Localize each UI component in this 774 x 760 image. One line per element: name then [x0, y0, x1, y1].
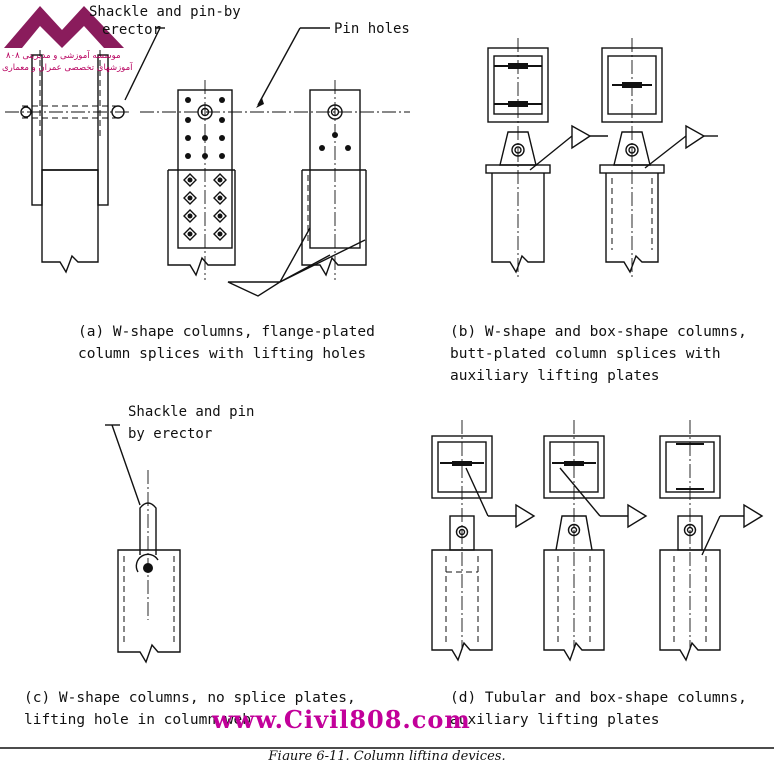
caption-d-line2: auxiliary lifting plates	[450, 712, 660, 728]
bolt-hole	[217, 195, 223, 201]
figure-caption: Figure 6-11. Column lifting devices.	[267, 749, 505, 760]
label-pin-holes: Pin holes	[334, 21, 410, 37]
bolt-hole	[219, 97, 225, 103]
watermark: www.Civil808.com	[211, 705, 471, 734]
weld-symbol-d1	[515, 503, 536, 529]
bolt-hole	[202, 153, 208, 159]
splice-plate-right	[97, 54, 109, 206]
bolt-hole-filled	[183, 191, 197, 205]
w-shape-plan	[487, 47, 549, 123]
leader-pin-holes	[257, 27, 301, 106]
leader-shackle-a	[124, 27, 161, 101]
panel-c-drawing	[105, 424, 181, 664]
bolt-hole	[217, 213, 223, 219]
bolt-hole	[219, 117, 225, 123]
logo-text-1: موسسه آموزشی و مدیریتی ۸۰۸	[6, 49, 121, 61]
lifting-hole-c	[143, 563, 153, 573]
column-lower-a2	[301, 170, 367, 277]
label-shackle-c: Shackle and pin	[128, 404, 254, 420]
weld-symbol-d2	[627, 503, 648, 529]
tube-plan-1	[431, 435, 493, 499]
pin-hole-a	[197, 104, 213, 120]
caption-b-line1: (b) W-shape and box-shape columns,	[450, 324, 747, 340]
shackle-eye	[111, 105, 125, 119]
column-d3	[659, 549, 721, 662]
panel-a-drawing	[5, 27, 410, 297]
column-lower-a	[167, 170, 236, 277]
bolt-hole-filled	[213, 227, 227, 241]
bolt-hole	[187, 177, 193, 183]
tube-plan-2	[543, 435, 605, 499]
bolt-holes-lower	[183, 173, 227, 241]
bolt-hole	[219, 153, 225, 159]
bolt-hole-filled	[183, 173, 197, 187]
caption-a-line1: (a) W-shape columns, flange-plated	[78, 324, 375, 340]
label-shackle-top: Shackle and pin-by	[89, 4, 241, 20]
column-stub-a	[41, 169, 99, 274]
weld-symbol-d3	[743, 503, 764, 529]
bolt-hole	[185, 117, 191, 123]
bolt-hole	[217, 231, 223, 237]
lug-d2	[555, 515, 593, 551]
pin-dashed	[22, 105, 118, 119]
bolt-hole-filled	[183, 209, 197, 223]
bolt-hole	[217, 177, 223, 183]
caption-c-line1: (c) W-shape columns, no splice plates,	[24, 690, 356, 706]
bolt-hole	[187, 213, 193, 219]
bolt-hole	[185, 135, 191, 141]
logo	[4, 6, 124, 48]
butt-plate-b1	[485, 164, 551, 174]
caption-b-line3: auxiliary lifting plates	[450, 368, 660, 384]
bolt-hole	[187, 231, 193, 237]
panel-b-drawing	[485, 38, 718, 280]
caption-d-line1: (d) Tubular and box-shape columns,	[450, 690, 747, 706]
label-shackle-top-2: erector	[102, 22, 161, 38]
logo-mark	[4, 6, 124, 48]
caption-c-line2: lifting hole in column web	[24, 712, 251, 728]
weld-symbol-b2	[685, 124, 706, 150]
logo-text-2: آموزشهای تخصصی عمران و معماری	[2, 61, 133, 73]
bolt-hole-filled	[213, 173, 227, 187]
caption-b-line2: butt-plated column splices with	[450, 346, 721, 362]
box-shape-plan	[601, 47, 663, 123]
label-shackle-c-2: by erector	[128, 426, 212, 442]
bolt-hole	[185, 97, 191, 103]
panel-d-drawing	[431, 420, 764, 662]
box-plan-3	[659, 435, 721, 499]
bolt-hole-filled	[183, 227, 197, 241]
bolt-hole	[187, 195, 193, 201]
bolt-hole	[202, 135, 208, 141]
bolt-holes-upper	[185, 97, 225, 159]
bolt-hole	[185, 153, 191, 159]
column-d2	[543, 549, 605, 662]
caption-a-line2: column splices with lifting holes	[78, 346, 366, 362]
butt-plate-b2	[599, 164, 665, 174]
bolt-hole-filled	[213, 191, 227, 205]
splice-plate-left	[31, 54, 43, 206]
weld-symbol-a	[227, 281, 283, 297]
column-c	[117, 549, 181, 664]
bolt-hole	[219, 135, 225, 141]
column-d1	[431, 549, 493, 662]
weld-symbol-b1	[571, 124, 592, 150]
bolt-hole-filled	[213, 209, 227, 223]
